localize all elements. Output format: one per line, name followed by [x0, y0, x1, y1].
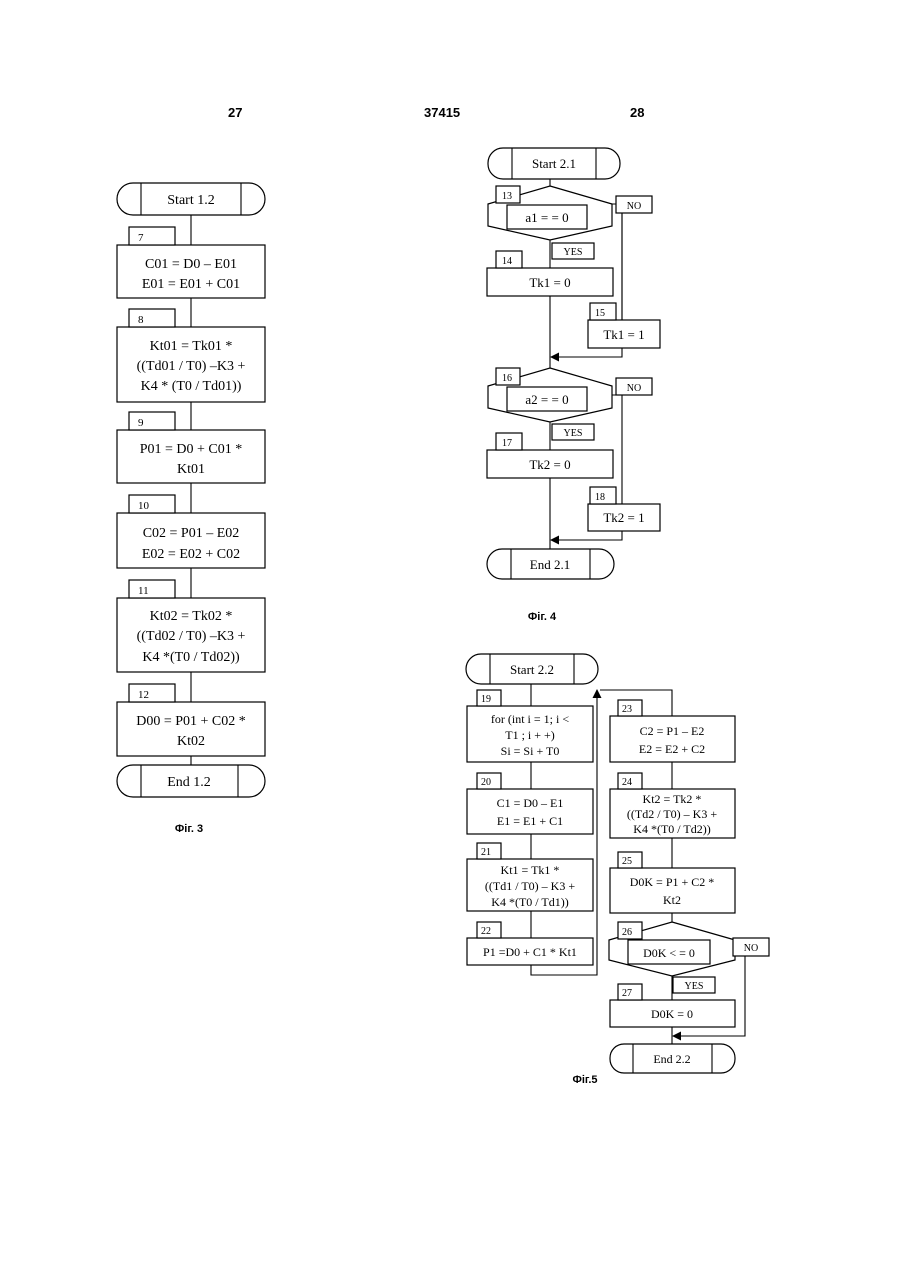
- fig5-step-line: Si = Si + T0: [501, 744, 560, 758]
- fig4-decision-condition: a1 = = 0: [525, 210, 568, 225]
- fig3-step-line: ((Td02 / T0) –K3 +: [137, 629, 246, 644]
- fig5-decision-number: 26: [622, 927, 632, 938]
- fig5-no-label: NO: [744, 943, 758, 954]
- fig5-caption: Фіг.5: [572, 1074, 597, 1086]
- fig4-step-18: 18 Tk2 = 1: [588, 487, 660, 531]
- fig5-step-line: E1 = E1 + C1: [497, 814, 563, 828]
- fig3-caption: Фіг. 3: [175, 823, 203, 835]
- fig4-caption: Фіг. 4: [528, 611, 557, 623]
- fig4-step-number: 14: [502, 256, 512, 267]
- fig4-step-number: 15: [595, 308, 605, 319]
- fig5-step-line: D0K = P1 + C2 *: [630, 875, 715, 889]
- fig3-step-number: 10: [138, 500, 150, 512]
- fig4-decision-number: 13: [502, 191, 512, 202]
- fig5-step-22: 22 P1 =D0 + C1 * Kt1: [467, 922, 593, 965]
- fig4-no-label: NO: [627, 201, 641, 212]
- fig5-step-number: 23: [622, 704, 632, 715]
- fig5-start-terminator: Start 2.2: [466, 654, 598, 684]
- fig5-step-line: K4 *(T0 / Td2)): [633, 822, 710, 836]
- fig3-step-line: P01 = D0 + C01 *: [140, 442, 243, 457]
- fig3-step-line: K4 * (T0 / Td01)): [141, 379, 242, 394]
- fig4-decision-number: 16: [502, 373, 512, 384]
- fig5-step-line: Kt1 = Tk1 *: [501, 863, 560, 877]
- fig5-end-terminator: End 2.2: [610, 1044, 735, 1073]
- fig3-step-line: Kt01 = Tk01 *: [150, 339, 233, 354]
- fig4-step-15: 15 Tk1 = 1: [588, 303, 660, 348]
- fig3-end-label: End 1.2: [167, 775, 211, 790]
- fig3-end-terminator: End 1.2: [117, 765, 265, 797]
- fig5-step-number: 27: [622, 988, 632, 999]
- fig5-step-line: C2 = P1 – E2: [640, 724, 705, 738]
- fig3-start-label: Start 1.2: [167, 193, 214, 208]
- fig4-decision-13: a1 = = 0 13 NO YES: [488, 186, 652, 259]
- fig4-step-text: Tk2 = 0: [529, 457, 570, 472]
- fig3-step-line: ((Td01 / T0) –K3 +: [137, 359, 246, 374]
- fig5-flowchart: Start 2.2 19 for (int i = 1; i < T1 ; i …: [466, 654, 769, 1086]
- fig4-yes-label: YES: [564, 428, 583, 439]
- fig5-step-19: 19 for (int i = 1; i < T1 ; i + +) Si = …: [467, 690, 593, 762]
- fig5-step-20: 20 C1 = D0 – E1 E1 = E1 + C1: [467, 773, 593, 834]
- fig5-step-line: for (int i = 1; i <: [491, 712, 569, 726]
- fig3-step-number: 11: [138, 585, 149, 597]
- fig5-step-number: 21: [481, 847, 491, 858]
- fig3-step-line: Kt01: [177, 462, 205, 477]
- fig5-step-line: Kt2 = Tk2 *: [643, 792, 702, 806]
- fig5-step-number: 22: [481, 926, 491, 937]
- fig4-step-text: Tk1 = 0: [529, 275, 570, 290]
- fig5-step-line: T1 ; i + +): [505, 728, 555, 742]
- fig5-decision-condition: D0K < = 0: [643, 946, 695, 960]
- fig4-no-label: NO: [627, 383, 641, 394]
- fig3-step-line: D00 = P01 + C02 *: [136, 714, 246, 729]
- fig3-flowchart: Start 1.2 7 C01 = D0 – E01 E01 = E01 + C…: [117, 183, 265, 835]
- fig4-start-terminator: Start 2.1: [488, 148, 620, 179]
- fig4-decision-condition: a2 = = 0: [525, 392, 568, 407]
- fig4-step-number: 17: [502, 438, 512, 449]
- fig5-step-21: 21 Kt1 = Tk1 * ((Td1 / T0) – K3 + K4 *(T…: [467, 843, 593, 911]
- fig5-step-line: ((Td2 / T0) – K3 +: [627, 807, 717, 821]
- fig3-step-number: 9: [138, 417, 144, 429]
- fig3-start-terminator: Start 1.2: [117, 183, 265, 215]
- fig5-step-text: D0K = 0: [651, 1007, 693, 1021]
- fig4-start-label: Start 2.1: [532, 156, 576, 171]
- fig5-step-line: K4 *(T0 / Td1)): [491, 895, 568, 909]
- fig3-step-line: C01 = D0 – E01: [145, 257, 237, 272]
- fig5-step-line: C1 = D0 – E1: [497, 796, 564, 810]
- fig5-step-line: ((Td1 / T0) – K3 +: [485, 879, 575, 893]
- fig4-end-label: End 2.1: [530, 557, 570, 572]
- fig3-step-number: 12: [138, 689, 149, 701]
- fig5-step-line: P1 =D0 + C1 * Kt1: [483, 945, 577, 959]
- fig5-end-label: End 2.2: [653, 1052, 690, 1066]
- fig5-step-line: Kt2: [663, 893, 681, 907]
- fig3-step-number: 8: [138, 314, 144, 326]
- fig3-step-line: K4 *(T0 / Td02)): [142, 650, 240, 665]
- fig4-flowchart: Start 2.1 a1 = = 0 13 NO YES 14 Tk1 = 0 …: [487, 148, 660, 623]
- fig5-step-number: 25: [622, 856, 632, 867]
- fig5-yes-label: YES: [685, 981, 704, 992]
- fig4-step-text: Tk1 = 1: [603, 327, 644, 342]
- fig5-step-number: 19: [481, 694, 491, 705]
- fig5-step-number: 24: [622, 777, 632, 788]
- fig4-end-terminator: End 2.1: [487, 549, 614, 579]
- fig3-step-line: Kt02: [177, 734, 205, 749]
- fig4-step-text: Tk2 = 1: [603, 510, 644, 525]
- fig3-step-number: 7: [138, 232, 144, 244]
- fig4-merge-arrow-1: [551, 348, 622, 357]
- fig3-step-line: C02 = P01 – E02: [143, 526, 240, 541]
- fig3-step-line: E01 = E01 + C01: [142, 277, 240, 292]
- fig4-merge-arrow-2: [551, 531, 622, 540]
- fig5-start-label: Start 2.2: [510, 662, 554, 677]
- fig4-step-number: 18: [595, 492, 605, 503]
- fig5-step-line: E2 = E2 + C2: [639, 742, 705, 756]
- fig4-decision-16: a2 = = 0 16 NO YES: [488, 368, 652, 440]
- fig4-yes-label: YES: [564, 247, 583, 258]
- fig5-step-number: 20: [481, 777, 491, 788]
- fig3-step-line: E02 = E02 + C02: [142, 547, 240, 562]
- fig3-step-line: Kt02 = Tk02 *: [150, 609, 233, 624]
